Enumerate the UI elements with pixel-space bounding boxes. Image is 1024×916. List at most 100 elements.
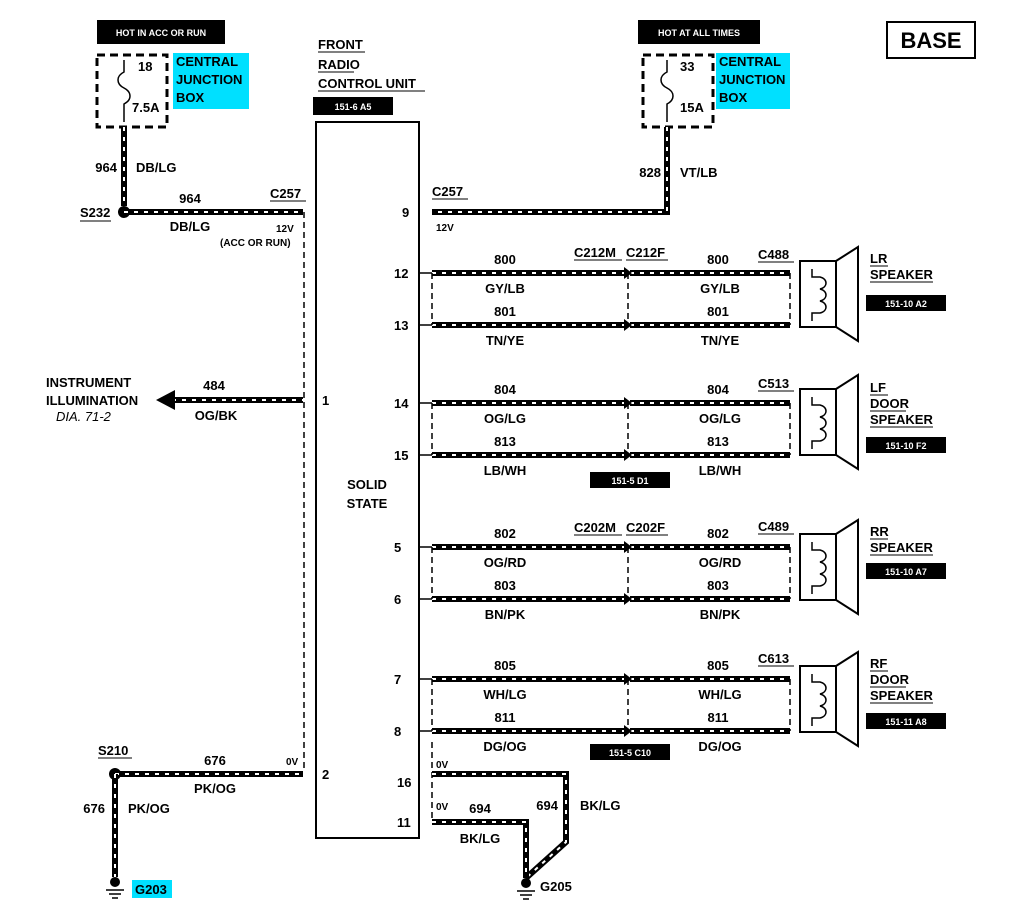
- module-ref-bg: [313, 97, 393, 115]
- pin-5: 5: [394, 540, 401, 555]
- speaker-ref: 151-10 F2: [885, 441, 926, 451]
- fuse-left-circuit: 964: [95, 160, 117, 175]
- splice-s232-label: S232: [80, 205, 110, 220]
- fuse-right-header-bg: [638, 20, 760, 44]
- feed-left-color: DB/LG: [170, 219, 210, 234]
- speaker-name: LF: [870, 380, 886, 395]
- wire-circuit-label: 801: [494, 304, 516, 319]
- wire-circuit-label: 804: [494, 382, 516, 397]
- ground-left-circuit-h: 676: [204, 753, 226, 768]
- ground-left-voltage: 0V: [286, 757, 299, 768]
- speaker-connector: C489: [758, 519, 789, 534]
- wire-color-label: GY/LB: [485, 281, 525, 296]
- ground-left-color-h: PK/OG: [194, 781, 236, 796]
- pin-11: 11: [397, 815, 411, 830]
- speaker-name: DOOR: [870, 672, 910, 687]
- fuse-left-header: HOT IN ACC OR RUN: [116, 28, 206, 38]
- pin-2: 2: [322, 767, 329, 782]
- speaker-circuit-1: 804OG/LG804OG/LG14813LB/WH813LB/WH15C513…: [394, 373, 946, 478]
- wire-circuit-label: 813: [494, 434, 516, 449]
- module-internal-2: STATE: [347, 496, 388, 511]
- module-ref: 151-6 A5: [335, 102, 372, 112]
- fuse-left-box-label-2: JUNCTION: [176, 72, 242, 87]
- wire-circuit-label: 805: [494, 658, 516, 673]
- speaker-name: SPEAKER: [870, 540, 933, 555]
- speaker-connector: C488: [758, 247, 789, 262]
- ground-g203-label: G203: [135, 882, 167, 897]
- fuse-right-circuit: 828: [639, 165, 661, 180]
- radio-control-unit: [315, 121, 420, 839]
- fuse-left-box-label-bg: [173, 53, 249, 109]
- illumination-circuit: 484: [203, 378, 225, 393]
- base-badge-frame: [886, 21, 976, 59]
- illumination-color: OG/BK: [195, 408, 238, 423]
- ground-g205-label: G205: [540, 879, 572, 894]
- feed-left-note: (ACC OR RUN): [220, 238, 291, 249]
- wire-color-label: TN/YE: [486, 333, 525, 348]
- fuse-right-box-label-bg: [716, 53, 790, 109]
- pin-15: 15: [394, 448, 408, 463]
- speaker-name: SPEAKER: [870, 267, 933, 282]
- fuse-right-box-label-1: CENTRAL: [719, 54, 781, 69]
- ground-right-color-b: BK/LG: [460, 831, 500, 846]
- illumination-ref: DIA. 71-2: [56, 409, 112, 424]
- speaker-name: DOOR: [870, 396, 910, 411]
- illumination-label-2: ILLUMINATION: [46, 393, 138, 408]
- speaker-name: LR: [870, 251, 888, 266]
- connector-ref-upper: 151-5 D1: [611, 476, 648, 486]
- feed-left-connector: C257: [270, 186, 301, 201]
- speaker-ref: 151-11 A8: [885, 717, 926, 727]
- feed-right-connector: C257: [432, 184, 463, 199]
- wire-circuit-label: 802: [707, 526, 729, 541]
- wire-circuit-label: 803: [707, 578, 729, 593]
- module-internal-1: SOLID: [347, 477, 387, 492]
- wire-color-label: OG/LG: [699, 411, 741, 426]
- ground-left-color-v: PK/OG: [128, 801, 170, 816]
- wire-circuit-label: 803: [494, 578, 516, 593]
- speaker-icon: [799, 388, 837, 456]
- fuse-left-box-label-1: CENTRAL: [176, 54, 238, 69]
- connector-ref-upper-bg: [590, 472, 670, 488]
- ground-g203-icon: [106, 877, 124, 899]
- wire-circuit-label: 804: [707, 382, 729, 397]
- fuse-right-symbol: [660, 60, 674, 122]
- wire-circuit-label: 800: [707, 252, 729, 267]
- speaker-name: SPEAKER: [870, 412, 933, 427]
- connector-c212f: C212F: [626, 245, 665, 260]
- pin-9: 9: [402, 205, 409, 220]
- wire-color-label: LB/WH: [484, 463, 527, 478]
- fuse-right-box-label-3: BOX: [719, 90, 748, 105]
- ground-g205-icon: [517, 878, 535, 900]
- wire-circuit-label: 811: [495, 710, 516, 725]
- feed-right-voltage: 12V: [436, 223, 454, 234]
- fuse-left-rating: 7.5A: [132, 100, 160, 115]
- pin-7: 7: [394, 672, 401, 687]
- speaker-connector: C513: [758, 376, 789, 391]
- fuse-right-rating: 15A: [680, 100, 704, 115]
- illumination-label-1: INSTRUMENT: [46, 375, 131, 390]
- speaker-icon: [799, 533, 837, 601]
- fuse-left-box-label-3: BOX: [176, 90, 205, 105]
- ground-right-color-a: BK/LG: [580, 798, 620, 813]
- illumination-arrow-icon: [156, 390, 175, 410]
- connector-c202f: C202F: [626, 520, 665, 535]
- pin-13: 13: [394, 318, 408, 333]
- wire-color-label: OG/LG: [484, 411, 526, 426]
- connector-ref-lower: 151-5 C10: [609, 748, 651, 758]
- pin-8: 8: [394, 724, 401, 739]
- module-title-2: RADIO: [318, 57, 360, 72]
- speaker-ref: 151-10 A2: [885, 299, 927, 309]
- speaker-icon: [799, 260, 837, 328]
- speaker-name: SPEAKER: [870, 688, 933, 703]
- ground-right-circuit-b: 694: [469, 801, 491, 816]
- wire-color-label: TN/YE: [701, 333, 740, 348]
- wire-circuit-label: 805: [707, 658, 729, 673]
- speaker-circuits: 800GY/LB800GY/LB12801TN/YE801TN/YE13C488…: [394, 245, 946, 754]
- wire-color-label: BN/PK: [700, 607, 741, 622]
- ground-right-circuit-a: 694: [536, 798, 558, 813]
- wire-color-label: GY/LB: [700, 281, 740, 296]
- wire-color-label: DG/OG: [698, 739, 741, 754]
